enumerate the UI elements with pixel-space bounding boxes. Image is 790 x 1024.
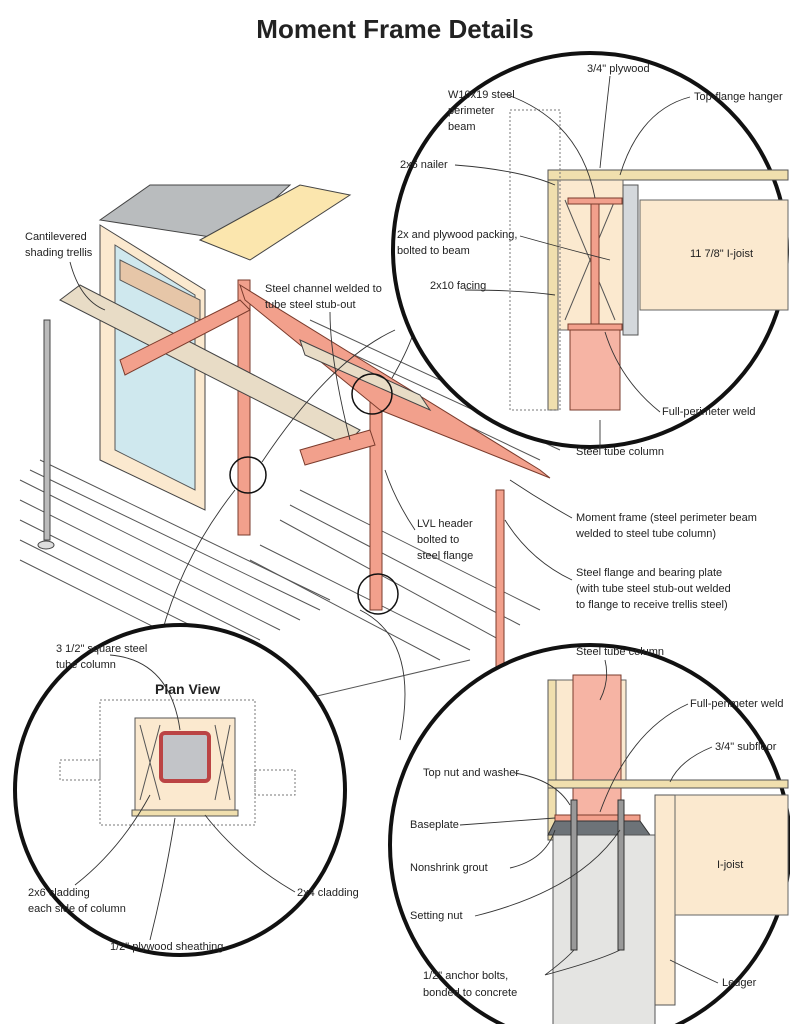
label-baseplate: Baseplate — [410, 819, 459, 831]
label-plywood: 3/4" plywood — [587, 63, 650, 75]
square-tube-column — [159, 731, 211, 783]
label-anchor-bolts: 1/2" anchor bolts, — [423, 970, 508, 982]
label-beam: W10x19 steel — [448, 89, 515, 101]
label-ledger: Ledger — [722, 977, 757, 989]
label-top-nut: Top nut and washer — [423, 767, 519, 779]
callout-top — [351, 373, 393, 415]
label-anchor-bolts: bonded to concrete — [423, 987, 517, 999]
label-channel: Steel channel welded to — [265, 283, 382, 295]
trellis-steel — [119, 299, 251, 376]
plan-view-labels: 3 1/2" square steel tube column 2x6 clad… — [28, 643, 359, 953]
i-joist — [639, 199, 789, 311]
base-tube-column — [572, 674, 622, 816]
beam-web — [590, 203, 600, 325]
label-sheathing: 1/2" plywood sheathing — [110, 941, 223, 953]
label-moment-frame: welded to steel tube column) — [575, 528, 716, 540]
plywood-sheathing — [131, 809, 239, 817]
label-square-column: 3 1/2" square steel — [56, 643, 147, 655]
roof-fascia — [198, 184, 352, 261]
label-trellis: shading trellis — [25, 247, 93, 259]
trellis-post — [495, 489, 505, 676]
label-packing: bolted to beam — [397, 245, 470, 257]
label-hanger: Top-flange hanger — [694, 91, 783, 103]
label-weld: Full-perimeter weld — [662, 406, 756, 418]
label-base-weld: Full-perimeter weld — [690, 698, 784, 710]
overview-labels: Cantilevered shading trellis Steel chann… — [25, 231, 757, 611]
anchor-bolt — [617, 799, 625, 951]
label-lvl: bolted to — [417, 534, 459, 546]
top-detail — [391, 51, 789, 449]
callout-plan — [229, 456, 267, 494]
plan-view-heading: Plan View — [155, 681, 220, 697]
ledger — [654, 794, 676, 1006]
label-square-column: tube column — [56, 659, 116, 671]
overview-structure — [19, 184, 571, 741]
label-2x4-cladding: 2x4 cladding — [297, 887, 359, 899]
label-base-column: Steel tube column — [576, 646, 664, 658]
base-detail-labels: Steel tube column Full-perimeter weld 3/… — [410, 646, 784, 999]
steel-perimeter-beam — [239, 283, 551, 479]
label-base-ijoist: I-joist — [717, 859, 743, 871]
label-lvl: steel flange — [417, 550, 473, 562]
base-detail — [388, 643, 790, 1024]
label-packing: 2x and plywood packing, — [397, 229, 517, 241]
label-grout: Nonshrink grout — [410, 862, 488, 874]
steel-column-center — [369, 399, 383, 611]
label-subfloor: 3/4" subfloor — [715, 741, 777, 753]
tube-column — [569, 329, 621, 411]
label-column: Steel tube column — [576, 446, 664, 458]
label-moment-frame: Moment frame (steel perimeter beam — [576, 512, 757, 524]
beam-flange-top — [567, 197, 623, 205]
top-detail-labels: 3/4" plywood W10x19 steel perimeter beam… — [397, 63, 783, 458]
concrete-foundation — [552, 834, 656, 1024]
label-channel: tube steel stub-out — [265, 299, 356, 311]
label-flange-plate: (with tube steel stub-out welded — [576, 583, 731, 595]
label-flange-plate: to flange to receive trellis steel) — [576, 599, 728, 611]
diagram-title: Moment Frame Details — [256, 14, 533, 44]
baseplate — [554, 814, 641, 822]
callout-base — [357, 573, 399, 615]
label-trellis: Cantilevered — [25, 231, 87, 243]
grout — [547, 820, 651, 836]
subfloor — [547, 779, 789, 789]
label-setting-nut: Setting nut — [410, 910, 463, 922]
label-2x6-cladding: 2x6 cladding — [28, 887, 90, 899]
label-2x6-cladding: each side of column — [28, 903, 126, 915]
label-beam: perimeter — [448, 105, 495, 117]
label-beam: beam — [448, 121, 476, 133]
label-ijoist: 11 7/8" I-joist — [690, 248, 753, 260]
hanger — [622, 184, 639, 336]
plan-view-detail: Plan View — [13, 623, 347, 957]
trellis-post-left — [43, 319, 51, 541]
plywood — [547, 169, 789, 181]
label-lvl: LVL header — [417, 518, 473, 530]
label-facing: 2x10 facing — [430, 280, 486, 292]
label-flange-plate: Steel flange and bearing plate — [576, 567, 722, 579]
lvl-header — [59, 284, 361, 446]
steel-column-left — [237, 279, 251, 536]
label-nailer: 2x6 nailer — [400, 159, 448, 171]
base-i-joist — [674, 794, 789, 916]
